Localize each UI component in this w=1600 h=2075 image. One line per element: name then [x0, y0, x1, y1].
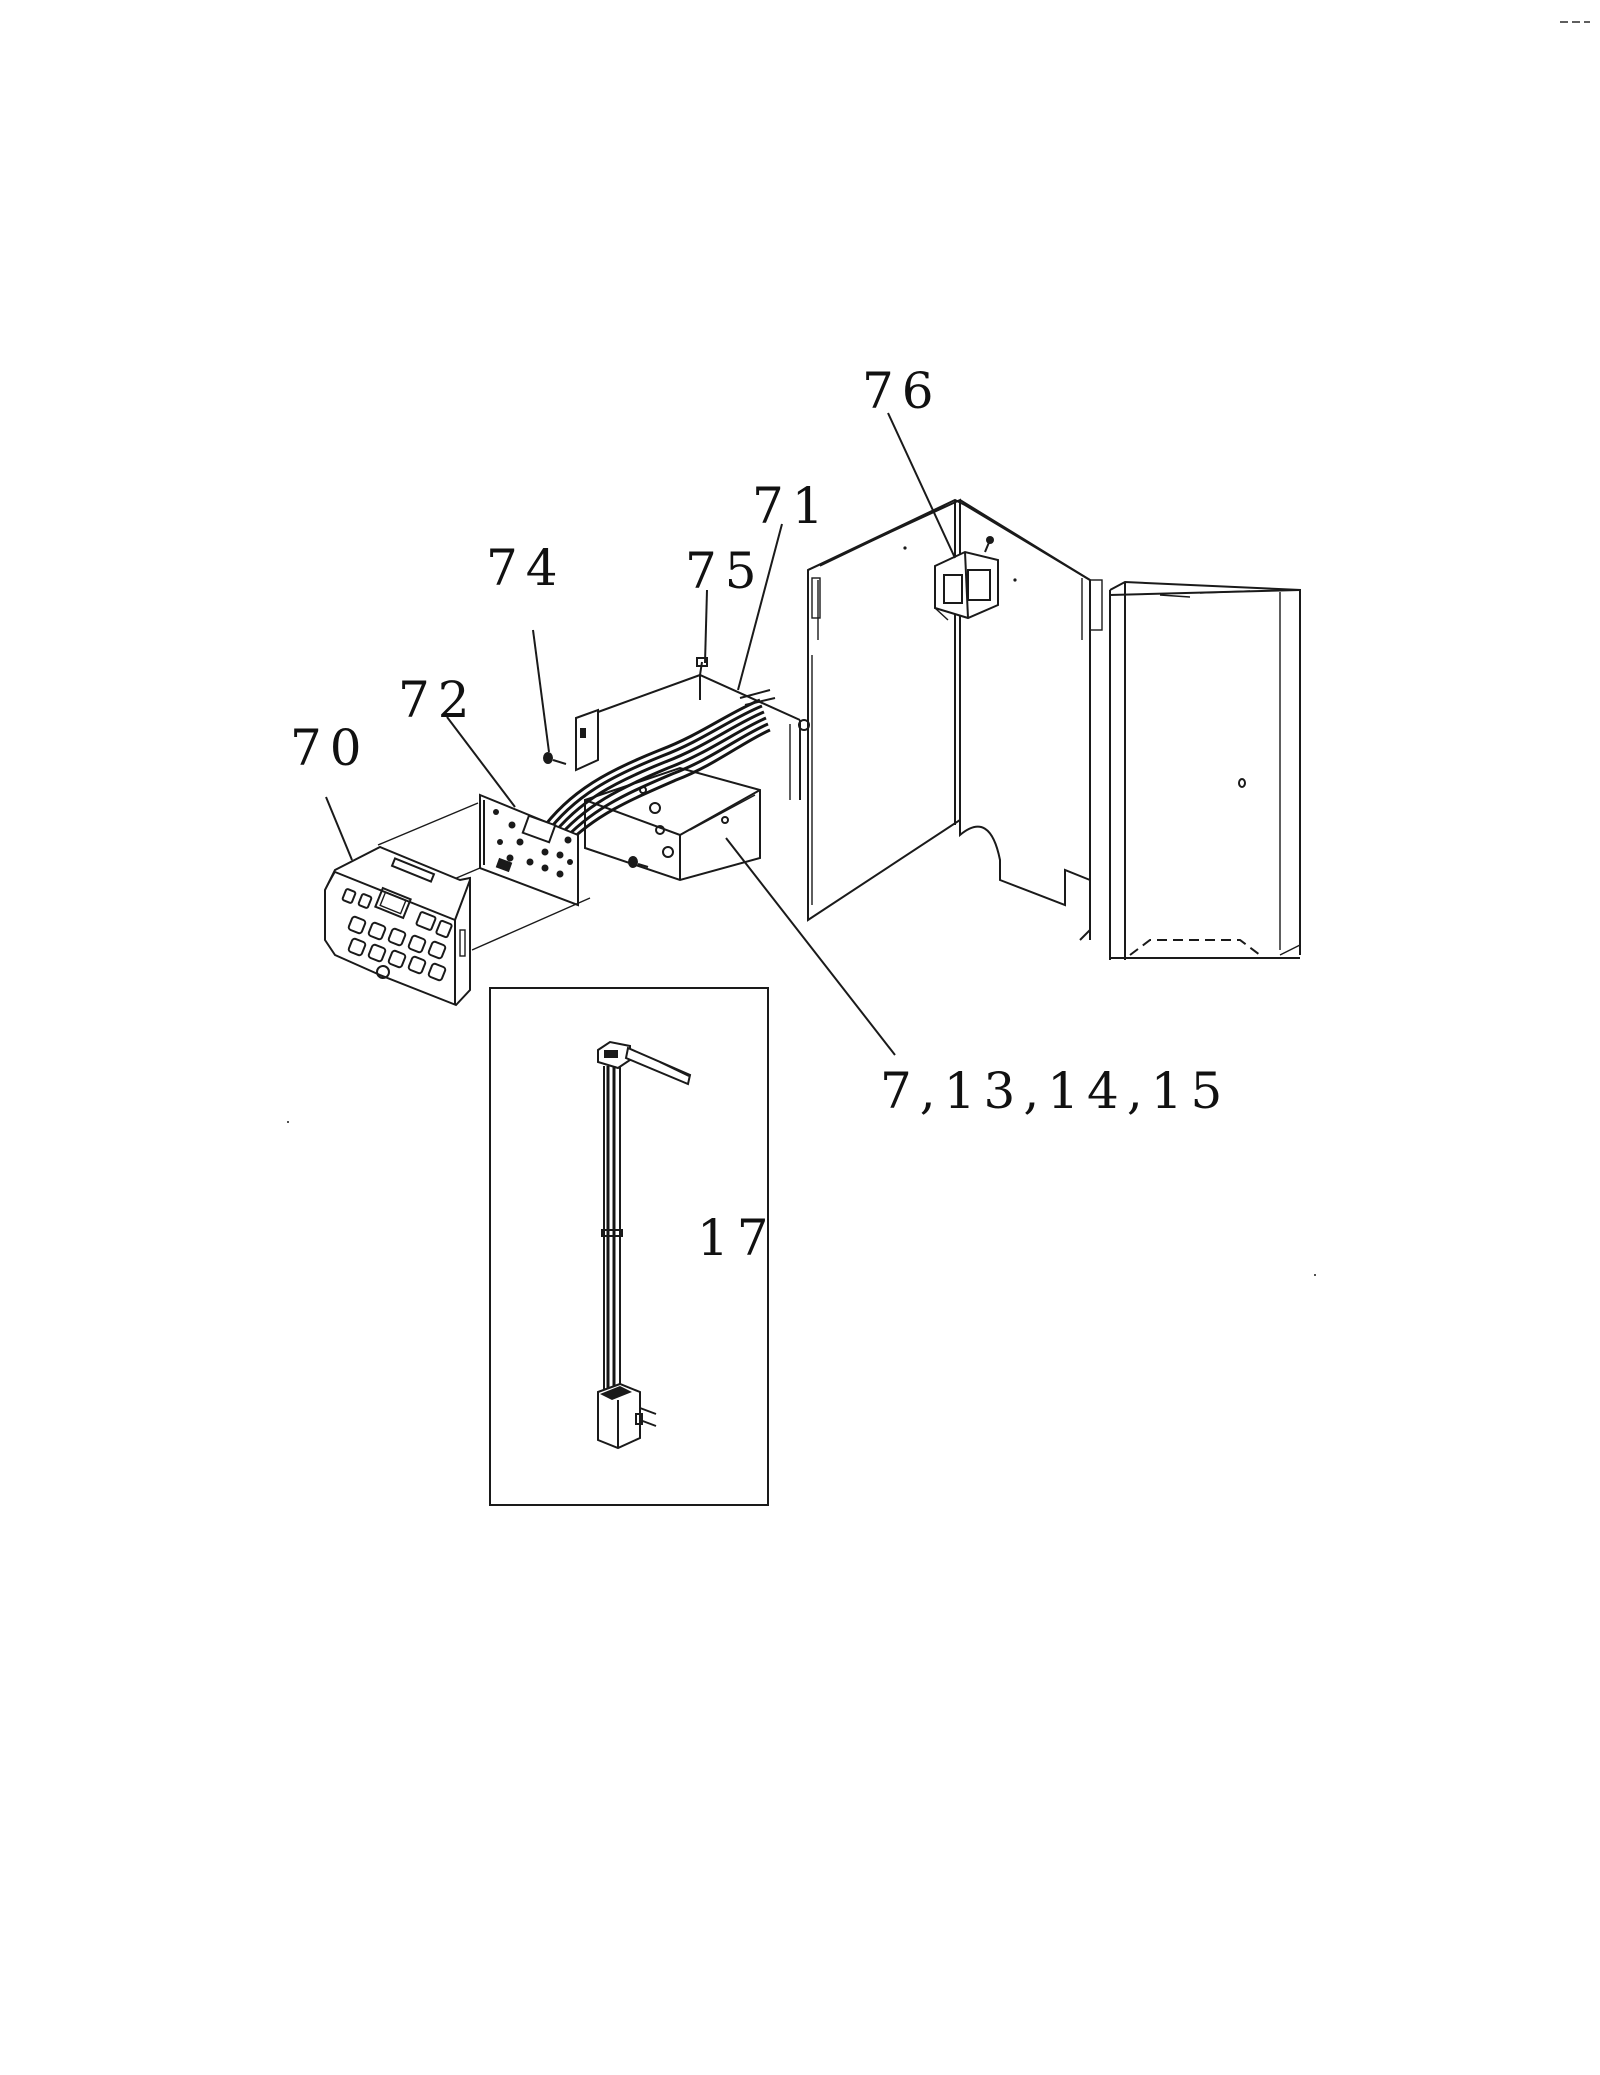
power-cord-part-17 [597, 1040, 692, 1450]
screws-part-74 [543, 752, 649, 868]
keypad [341, 888, 453, 982]
callout-17: 17 [697, 1209, 777, 1267]
transformer-part-76 [934, 536, 999, 621]
control-panel-part-70 [324, 802, 591, 1007]
cabinet-housing [807, 498, 1301, 960]
callout-72: 72 [398, 671, 478, 729]
leader-lines [325, 412, 956, 1056]
callout-71: 71 [752, 477, 832, 535]
control-box-assembly [575, 657, 810, 882]
wire-harness-part-71 [538, 689, 776, 848]
callout-7-13-14-15: 7,13,14,15 [880, 1062, 1230, 1120]
callout-76: 76 [862, 362, 942, 420]
callout-74: 74 [486, 539, 566, 597]
circuit-board-part-72 [479, 793, 579, 907]
inset-box-power-cord [489, 987, 769, 1506]
callout-70: 70 [290, 719, 370, 777]
callout-75: 75 [685, 542, 765, 600]
